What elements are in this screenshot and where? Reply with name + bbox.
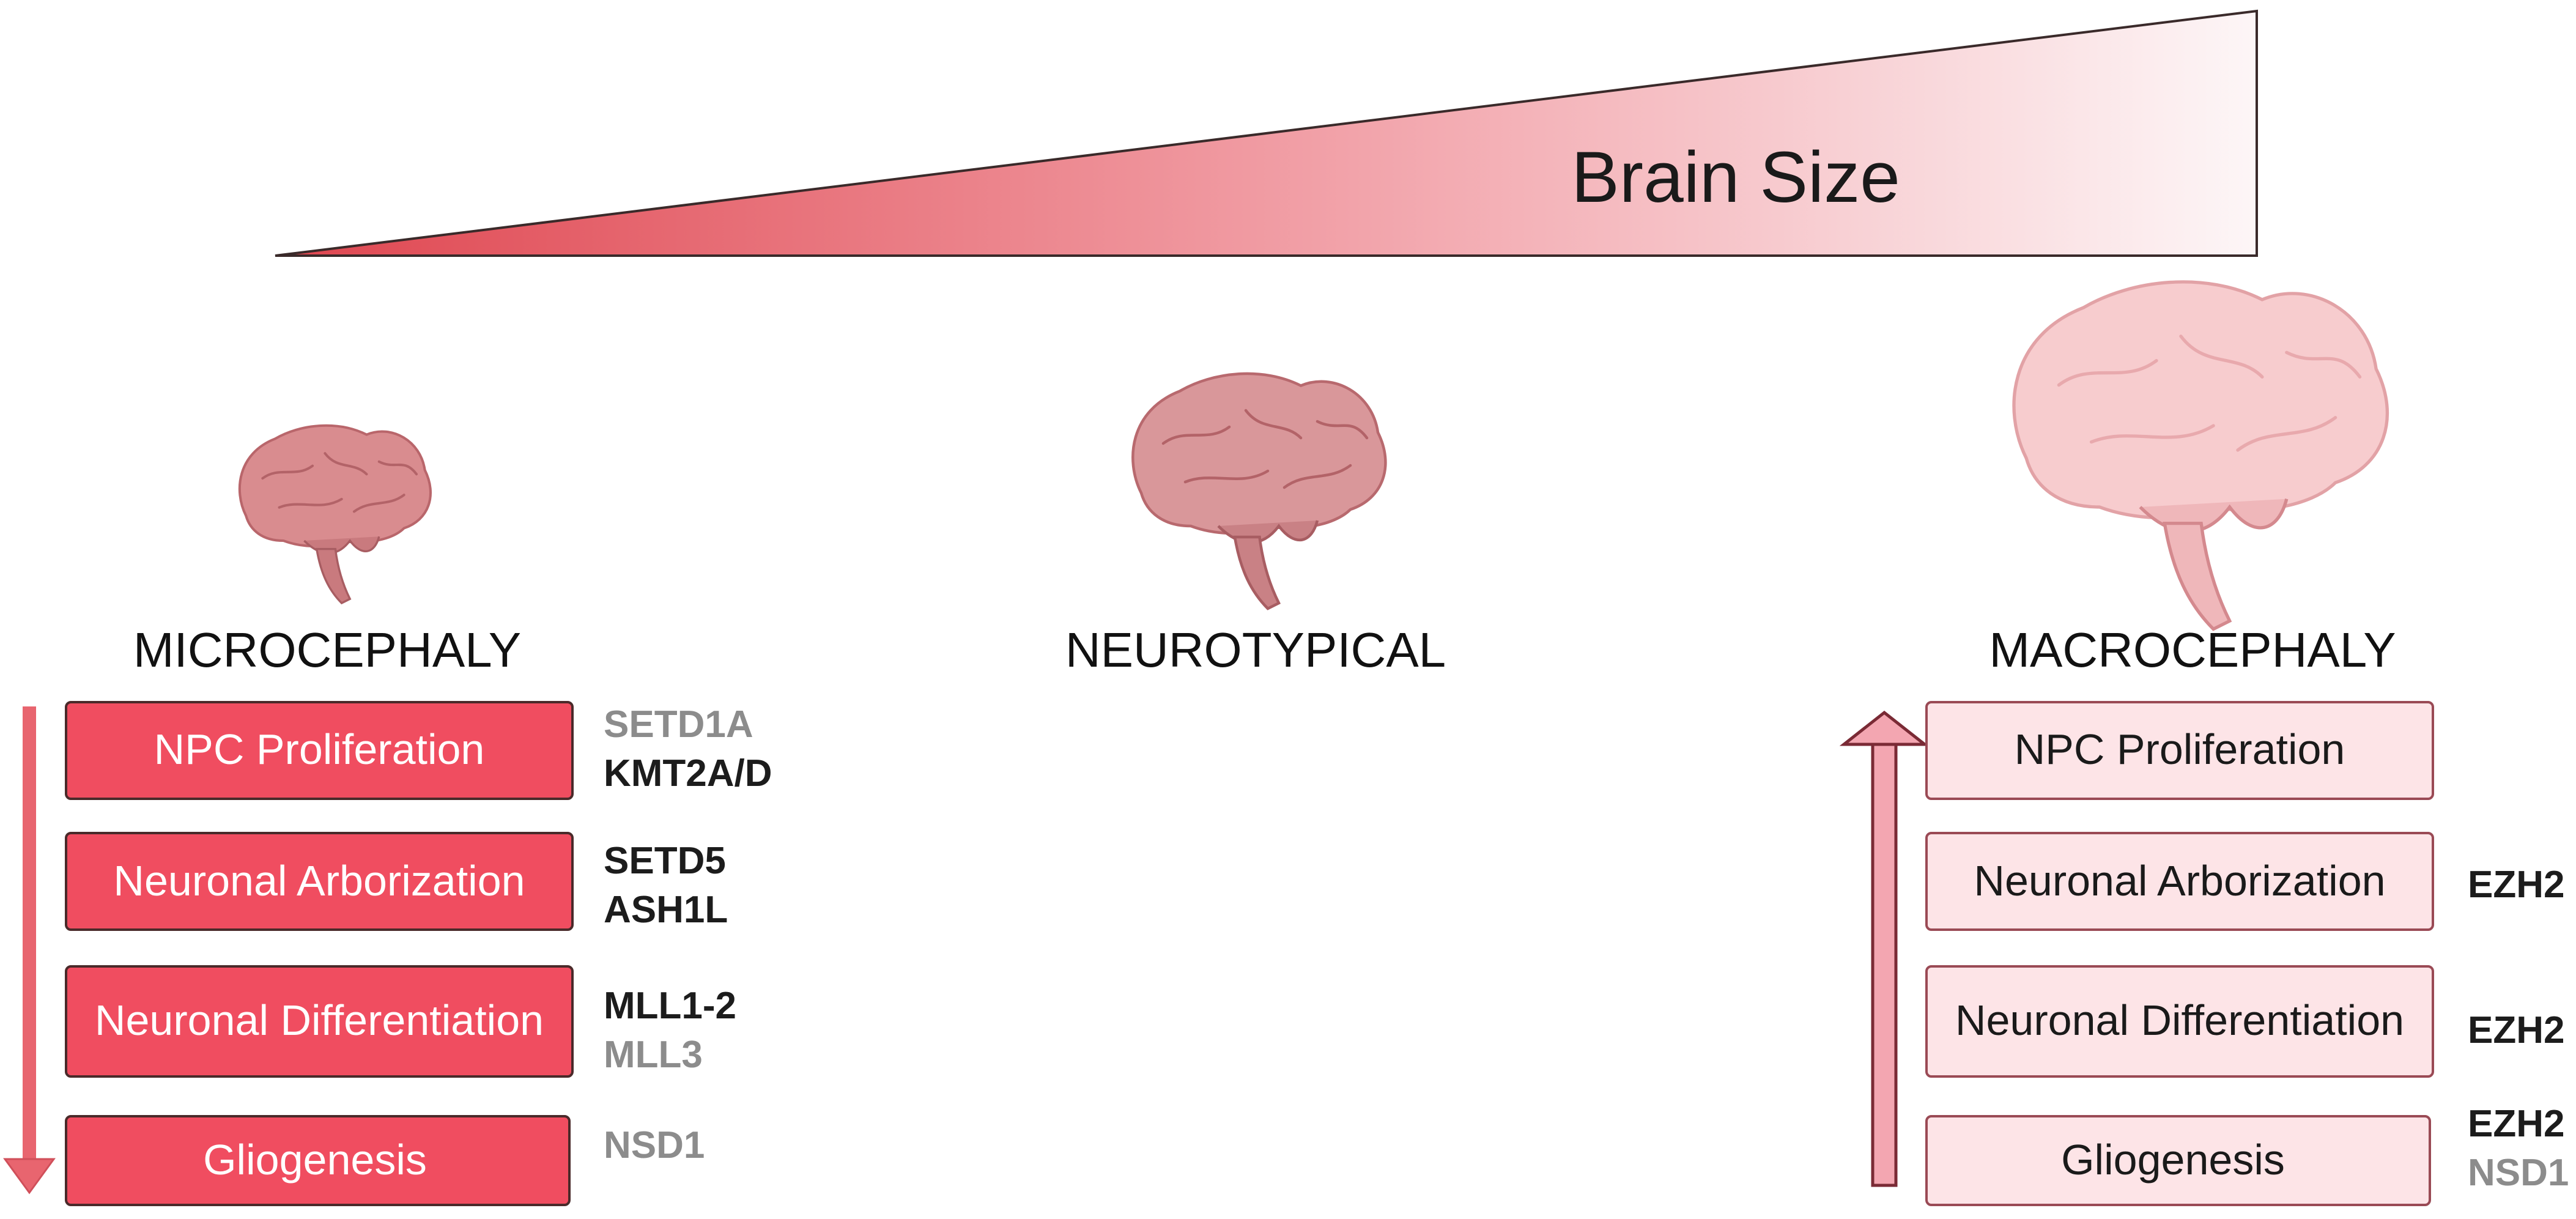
box-label: Neuronal Differentiation	[95, 996, 544, 1044]
gene-label: NSD1	[2468, 1152, 2569, 1194]
micro-box-neuronal-differentiation: Neuronal Differentiation	[65, 965, 574, 1078]
gene-label: MLL3	[604, 1034, 703, 1076]
brain-size-label: Brain Size	[1571, 137, 1900, 218]
micro-box-neuronal-arborization: Neuronal Arborization	[65, 832, 574, 931]
gene-label: EZH2	[2468, 1009, 2564, 1051]
large-brain-illustration	[2012, 280, 2389, 631]
gene-label: MLL1-2	[604, 985, 736, 1027]
microcephaly-label: MICROCEPHALY	[133, 623, 521, 677]
box-label: NPC Proliferation	[154, 725, 485, 773]
macro-box-npc-proliferation: NPC Proliferation	[1925, 701, 2434, 800]
box-label: Gliogenesis	[203, 1136, 427, 1184]
box-label: Neuronal Differentiation	[1955, 996, 2404, 1044]
neurotypical-brain-illustration	[1131, 372, 1387, 610]
box-label: Gliogenesis	[2061, 1136, 2285, 1184]
box-label: Neuronal Arborization	[113, 857, 525, 905]
gene-label: NSD1	[604, 1124, 705, 1166]
macrocephaly-label: MACROCEPHALY	[1989, 623, 2396, 677]
gene-label: SETD5	[604, 840, 726, 882]
neurotypical-label: NEUROTYPICAL	[1065, 623, 1446, 677]
box-label: Neuronal Arborization	[1974, 857, 2385, 905]
macro-box-neuronal-differentiation: Neuronal Differentiation	[1925, 965, 2434, 1078]
increase-arrow-icon	[1839, 710, 1930, 1187]
micro-box-gliogenesis: Gliogenesis	[65, 1115, 571, 1206]
gene-label: EZH2	[2468, 864, 2564, 906]
gene-label: ASH1L	[604, 889, 728, 931]
brain-size-wedge: Brain Size	[275, 9, 2258, 257]
box-label: NPC Proliferation	[2015, 725, 2345, 773]
micro-box-npc-proliferation: NPC Proliferation	[65, 701, 574, 800]
small-brain-illustration	[238, 424, 432, 605]
decrease-arrow-icon	[3, 706, 56, 1195]
gene-label: SETD1A	[604, 703, 753, 746]
gene-label: KMT2A/D	[604, 752, 772, 795]
macro-box-neuronal-arborization: Neuronal Arborization	[1925, 832, 2434, 931]
gene-label: EZH2	[2468, 1103, 2564, 1145]
macro-box-gliogenesis: Gliogenesis	[1925, 1115, 2431, 1206]
